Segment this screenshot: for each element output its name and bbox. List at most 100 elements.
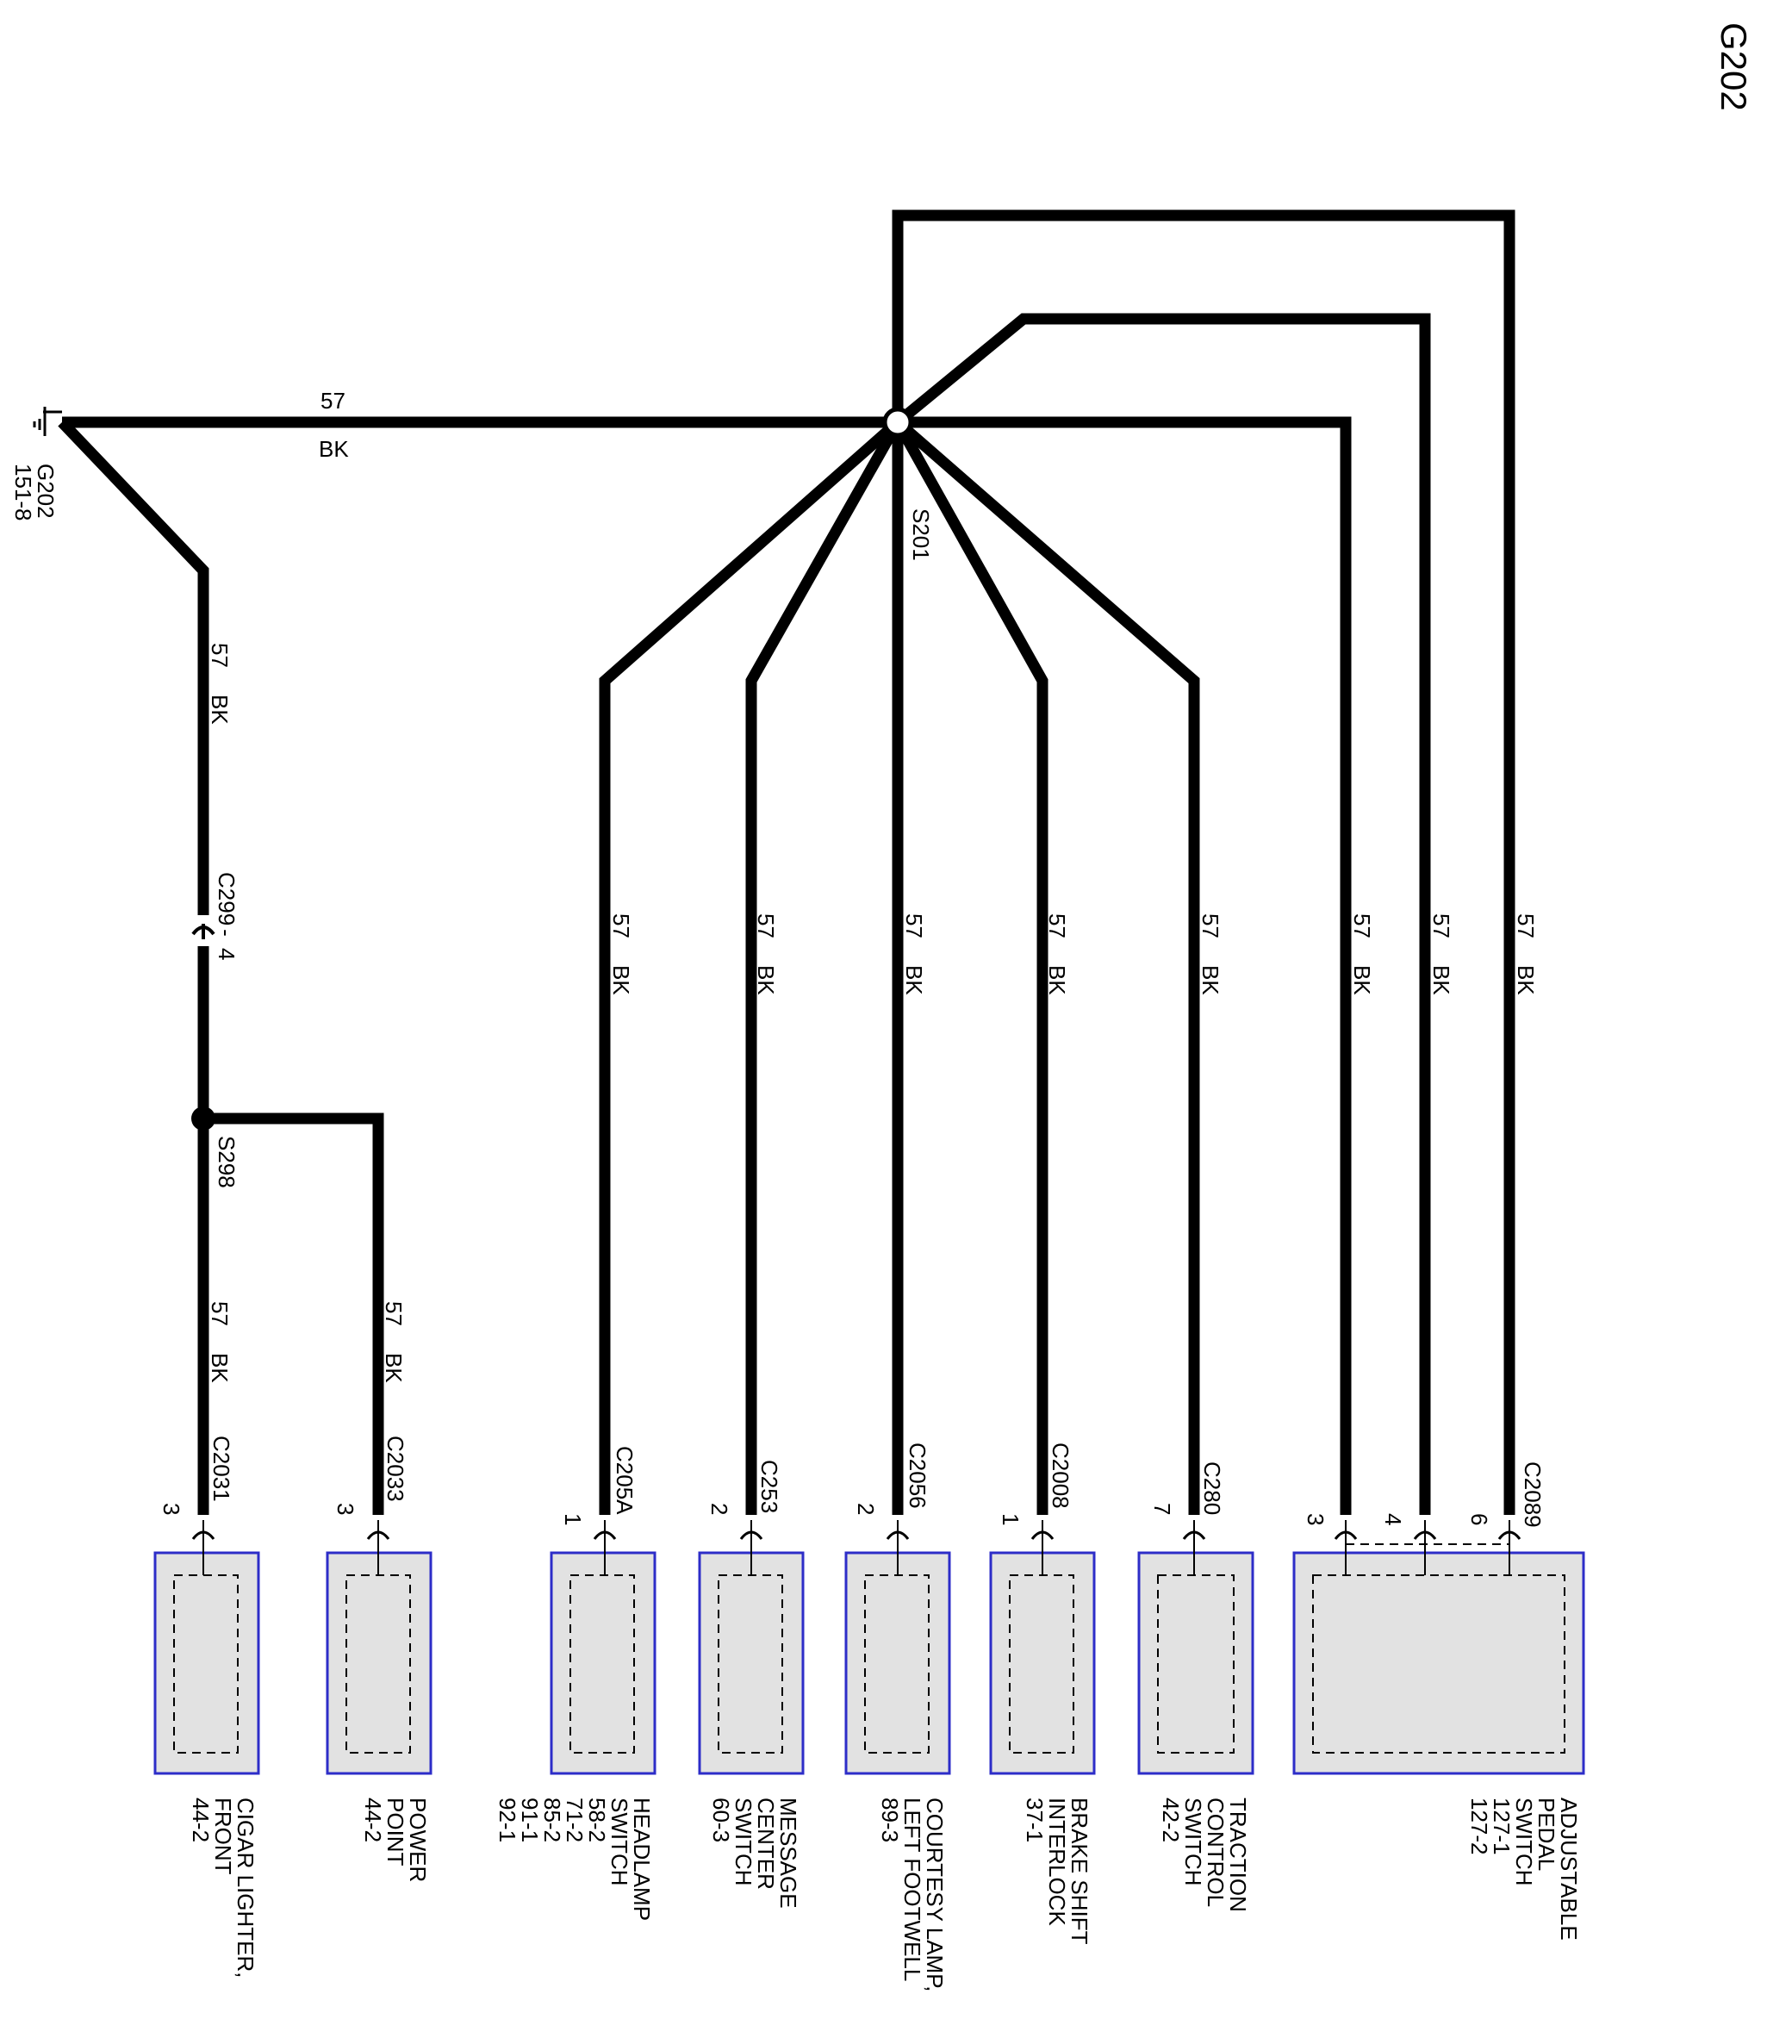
component-courtesy-lamp: C2056 2 COURTESY LAMP, LEFT FOOTWELL 89-…	[844, 1443, 951, 1991]
name-line: SWITCH	[607, 1798, 632, 1886]
wire-label-circuit: 57	[207, 1301, 233, 1326]
name-line: 127-1	[1489, 1798, 1515, 1855]
ground-symbol-icon	[33, 407, 62, 436]
wire-label-circuit: 57	[1349, 913, 1375, 938]
wire-label-color: BK	[1428, 965, 1454, 995]
pin-label: 2	[853, 1503, 879, 1515]
pin-label: 6	[1466, 1513, 1492, 1525]
connector-pin-icon	[886, 1530, 910, 1540]
connector-pin-icon	[1334, 1530, 1358, 1540]
name-line: 91-1	[517, 1798, 543, 1842]
connector-pin-icon	[739, 1530, 763, 1540]
pin-label: 3	[333, 1503, 358, 1515]
name-line: MESSAGE	[775, 1798, 801, 1909]
wire-label-circuit: 57	[1044, 913, 1070, 938]
name-line: PEDAL	[1534, 1798, 1559, 1871]
wire-label-color: BK	[1198, 965, 1223, 995]
ground-ref: 151-8	[10, 464, 36, 521]
connector-pin-icon	[1182, 1530, 1206, 1540]
adjustable-pedal-wire-4	[893, 313, 1431, 1515]
wire-label-color: BK	[207, 695, 233, 725]
wire-label-color: BK	[207, 1353, 233, 1383]
traction-control-wire	[893, 418, 1200, 1515]
name-line: SWITCH	[731, 1798, 756, 1886]
connector-label: C205A	[612, 1446, 638, 1515]
message-center-wire	[745, 419, 903, 1515]
splice-s201-label: S201	[908, 508, 934, 561]
pin-label: 2	[706, 1503, 732, 1515]
wire-label-circuit: 57	[1198, 913, 1223, 938]
component-headlamp-switch: C205A 1 HEADLAMP SWITCH 58-2 71-2 85-2 9…	[495, 1446, 656, 1921]
connector-pin-icon	[1030, 1530, 1055, 1540]
name-line: COURTESY LAMP,	[922, 1798, 948, 1991]
name-line: SWITCH	[1180, 1798, 1206, 1886]
name-line: 44-2	[360, 1798, 386, 1842]
ground-label: G202 151-8	[10, 464, 59, 521]
wire-label-circuit: 57	[207, 643, 233, 668]
component-adjustable-pedal-switch: C2089 3 4 6 ADJUSTABLE PEDAL SWITCH 127-…	[1292, 1461, 1585, 1941]
connector-label: C2089	[1520, 1461, 1546, 1528]
name-line: 44-2	[188, 1798, 214, 1842]
name-line: SWITCH	[1511, 1798, 1537, 1886]
component-name: CIGAR LIGHTER, FRONT 44-2	[188, 1798, 258, 1978]
connector-pin-icon	[191, 1530, 215, 1540]
component-name: COURTESY LAMP, LEFT FOOTWELL 89-3	[877, 1798, 948, 1991]
wire-label-circuit: 57	[901, 913, 927, 938]
connector-label: C2056	[905, 1443, 930, 1509]
connector-pin-icon	[1497, 1530, 1521, 1540]
wire-label-color: BK	[1349, 965, 1375, 995]
connector-label: C253	[756, 1460, 782, 1513]
name-line: 92-1	[495, 1798, 520, 1842]
wire-label-color: BK	[1513, 965, 1539, 995]
connector-pin-icon	[593, 1530, 617, 1540]
name-line: 89-3	[877, 1798, 903, 1842]
name-line: INTERLOCK	[1044, 1798, 1070, 1926]
name-line: 42-2	[1158, 1798, 1184, 1842]
wire-label-circuit: 57	[1513, 913, 1539, 938]
name-line: 58-2	[584, 1798, 610, 1842]
component-name: HEADLAMP SWITCH 58-2 71-2 85-2 91-1 92-1	[495, 1798, 655, 1921]
component-name: MESSAGE CENTER SWITCH 60-3	[708, 1798, 801, 1909]
connector-label: C2033	[383, 1436, 408, 1502]
headlamp-switch-wire	[599, 418, 902, 1515]
adjustable-pedal-wire-6	[892, 209, 1515, 1515]
name-line: TRACTION	[1225, 1798, 1251, 1912]
name-line: LEFT FOOTWELL	[899, 1798, 925, 1981]
name-line: FRONT	[210, 1798, 236, 1875]
main-wire-circuit: 57	[320, 388, 345, 414]
wire-label-color: BK	[901, 965, 927, 995]
pin-label: 7	[1149, 1503, 1175, 1515]
pin-label: 4	[1380, 1513, 1406, 1525]
wire-label-circuit: 57	[1428, 913, 1454, 938]
splice-s298-label: S298	[214, 1136, 240, 1188]
inline-connector-c299-label: C299- 4	[214, 872, 240, 960]
name-line: 60-3	[708, 1798, 734, 1842]
component-name: ADJUSTABLE PEDAL SWITCH 127-1 127-2	[1466, 1798, 1582, 1941]
connector-label: C2008	[1048, 1443, 1073, 1509]
wire-label-circuit: 57	[381, 1301, 407, 1326]
component-name: BRAKE SHIFT INTERLOCK 37-1	[1022, 1798, 1092, 1945]
page-title: G202	[1714, 22, 1754, 111]
pin-label: 1	[998, 1513, 1024, 1525]
name-line: 37-1	[1022, 1798, 1048, 1842]
inline-connector-sep: -	[214, 929, 240, 937]
wire-label-color: BK	[608, 965, 634, 995]
component-name: POWER POINT 44-2	[360, 1798, 431, 1882]
wire-label-circuit: 57	[753, 913, 779, 938]
name-line: CONTROL	[1203, 1798, 1229, 1907]
wire-label-circuit: 57	[608, 913, 634, 938]
main-wire-color: BK	[319, 436, 349, 462]
name-line: BRAKE SHIFT	[1067, 1798, 1092, 1945]
adjustable-pedal-wire-3	[898, 416, 1352, 1515]
name-line: POINT	[383, 1798, 408, 1866]
pin-label: 1	[560, 1513, 586, 1525]
pin-label: 3	[1303, 1513, 1328, 1525]
inline-connector-pin: 4	[214, 948, 240, 960]
name-line: CENTER	[753, 1798, 779, 1890]
component-brake-shift-interlock: C2008 1 BRAKE SHIFT INTERLOCK 37-1	[989, 1443, 1096, 1945]
name-line: CIGAR LIGHTER,	[233, 1798, 258, 1978]
name-line: 127-2	[1466, 1798, 1492, 1855]
connector-label: C280	[1199, 1461, 1225, 1515]
wire-label-color: BK	[381, 1353, 407, 1383]
